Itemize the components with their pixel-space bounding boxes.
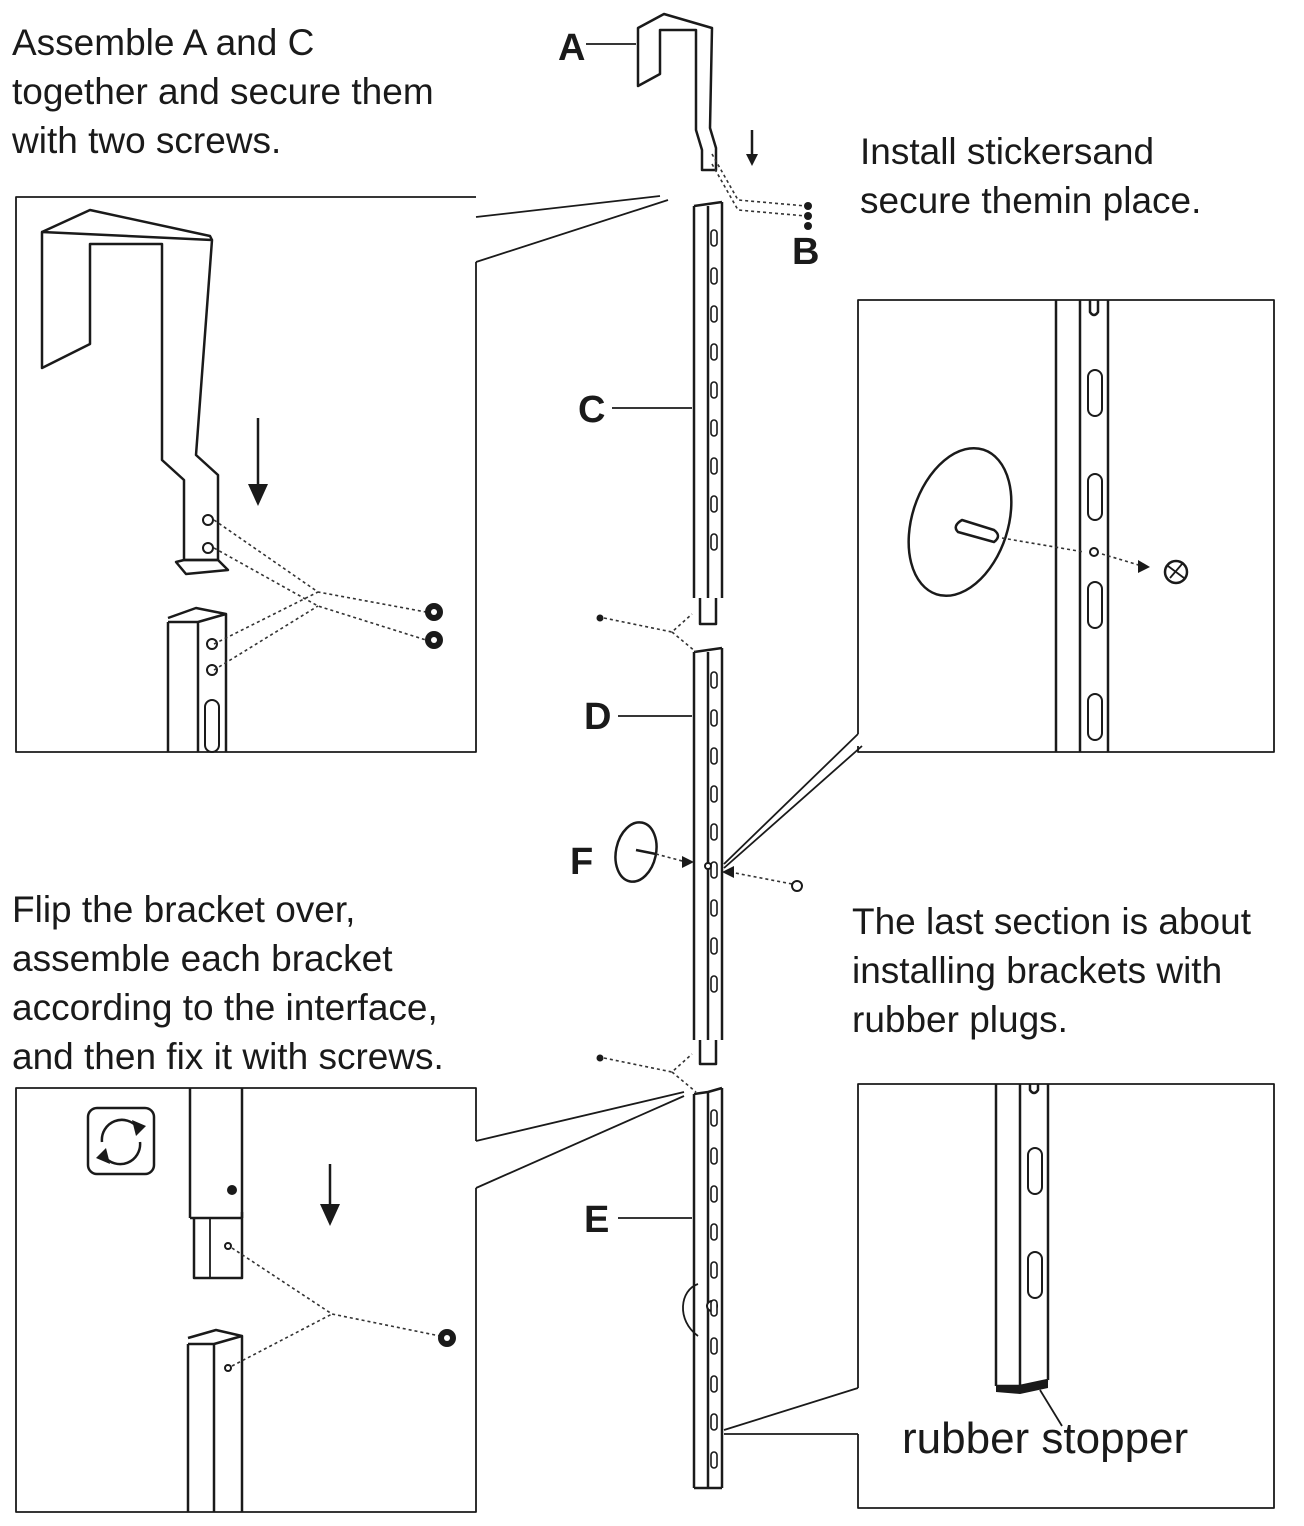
rail-slot xyxy=(710,1261,718,1279)
rail-slot xyxy=(710,381,718,399)
rail-slot xyxy=(710,899,718,917)
rail-slot xyxy=(710,1337,718,1355)
rail-slot xyxy=(710,343,718,361)
instruction-line: and then fix it with screws. xyxy=(12,1036,444,1077)
part-label-f: F xyxy=(570,841,594,883)
instruction-assemble-ac: Assemble A and C together and secure the… xyxy=(12,18,434,165)
instruction-line: Flip the bracket over, xyxy=(12,889,356,930)
rubber-stopper-label: rubber stopper xyxy=(902,1414,1189,1463)
rail-slot xyxy=(710,1413,718,1431)
sticker-f xyxy=(614,821,658,883)
instruction-line: according to the interface, xyxy=(12,987,438,1028)
instruction-stickers: Install stickersand secure themin place. xyxy=(860,127,1201,225)
detail-box-flip-bracket xyxy=(15,1087,477,1513)
instruction-line: with two screws. xyxy=(12,120,282,161)
instruction-line: installing brackets with xyxy=(852,950,1223,991)
part-label-a: A xyxy=(558,27,586,69)
instruction-line: Assemble A and C xyxy=(12,22,315,63)
instruction-last-section: The last section is about installing bra… xyxy=(852,897,1251,1044)
arrow-down-icon xyxy=(320,1204,340,1226)
rail-slot xyxy=(710,747,718,765)
instruction-line: Install stickersand xyxy=(860,131,1155,172)
rail-e xyxy=(618,1086,724,1490)
hook-a xyxy=(636,12,718,172)
rail-slot xyxy=(710,1223,718,1241)
instruction-line: secure themin place. xyxy=(860,180,1202,221)
rail-slot xyxy=(710,457,718,475)
rail-slot xyxy=(710,1451,718,1469)
part-label-d: D xyxy=(584,696,612,738)
rail-slot xyxy=(710,419,718,437)
rail-c xyxy=(612,200,724,626)
rail-slot xyxy=(710,785,718,803)
part-label-c: C xyxy=(578,389,606,431)
central-assembly xyxy=(475,12,863,1490)
rail-slot xyxy=(710,823,718,841)
rail-slot xyxy=(710,1299,718,1317)
rail-slot xyxy=(710,671,718,689)
rail-slot xyxy=(710,709,718,727)
rail-slot xyxy=(710,267,718,285)
part-label-e: E xyxy=(584,1199,610,1241)
arrow-down-icon xyxy=(746,154,758,166)
rail-slot xyxy=(710,305,718,323)
hook-a-detail xyxy=(40,230,220,562)
rail-slot xyxy=(710,1109,718,1127)
rail-c-detail xyxy=(166,606,228,752)
instruction-line: together and secure them xyxy=(12,71,434,112)
rail-slot xyxy=(710,1147,718,1165)
rail-slot xyxy=(710,1185,718,1203)
rubber-stopper xyxy=(996,1380,1048,1394)
rail-slot xyxy=(710,937,718,955)
detail-box-hook-to-rail xyxy=(15,195,669,753)
rail-slot xyxy=(710,533,718,551)
rail-slot xyxy=(710,1375,718,1393)
rail-slot xyxy=(710,861,718,879)
rail-slot xyxy=(710,229,718,247)
rotate-arrows-icon xyxy=(86,1106,156,1176)
instruction-line: assemble each bracket xyxy=(12,938,393,979)
detail-box-rubber-stopper xyxy=(857,1083,1275,1509)
arrow-down-icon xyxy=(248,484,268,506)
detail-box-sticker xyxy=(857,299,1275,753)
rail-slot xyxy=(710,975,718,993)
part-label-b: B xyxy=(792,231,820,273)
screw-icon xyxy=(425,603,443,649)
instruction-flip-bracket: Flip the bracket over, assemble each bra… xyxy=(12,885,444,1081)
instruction-line: rubber plugs. xyxy=(852,999,1068,1040)
rail-slot xyxy=(710,495,718,513)
instruction-line: The last section is about xyxy=(852,901,1251,942)
rail-d xyxy=(618,646,724,1066)
